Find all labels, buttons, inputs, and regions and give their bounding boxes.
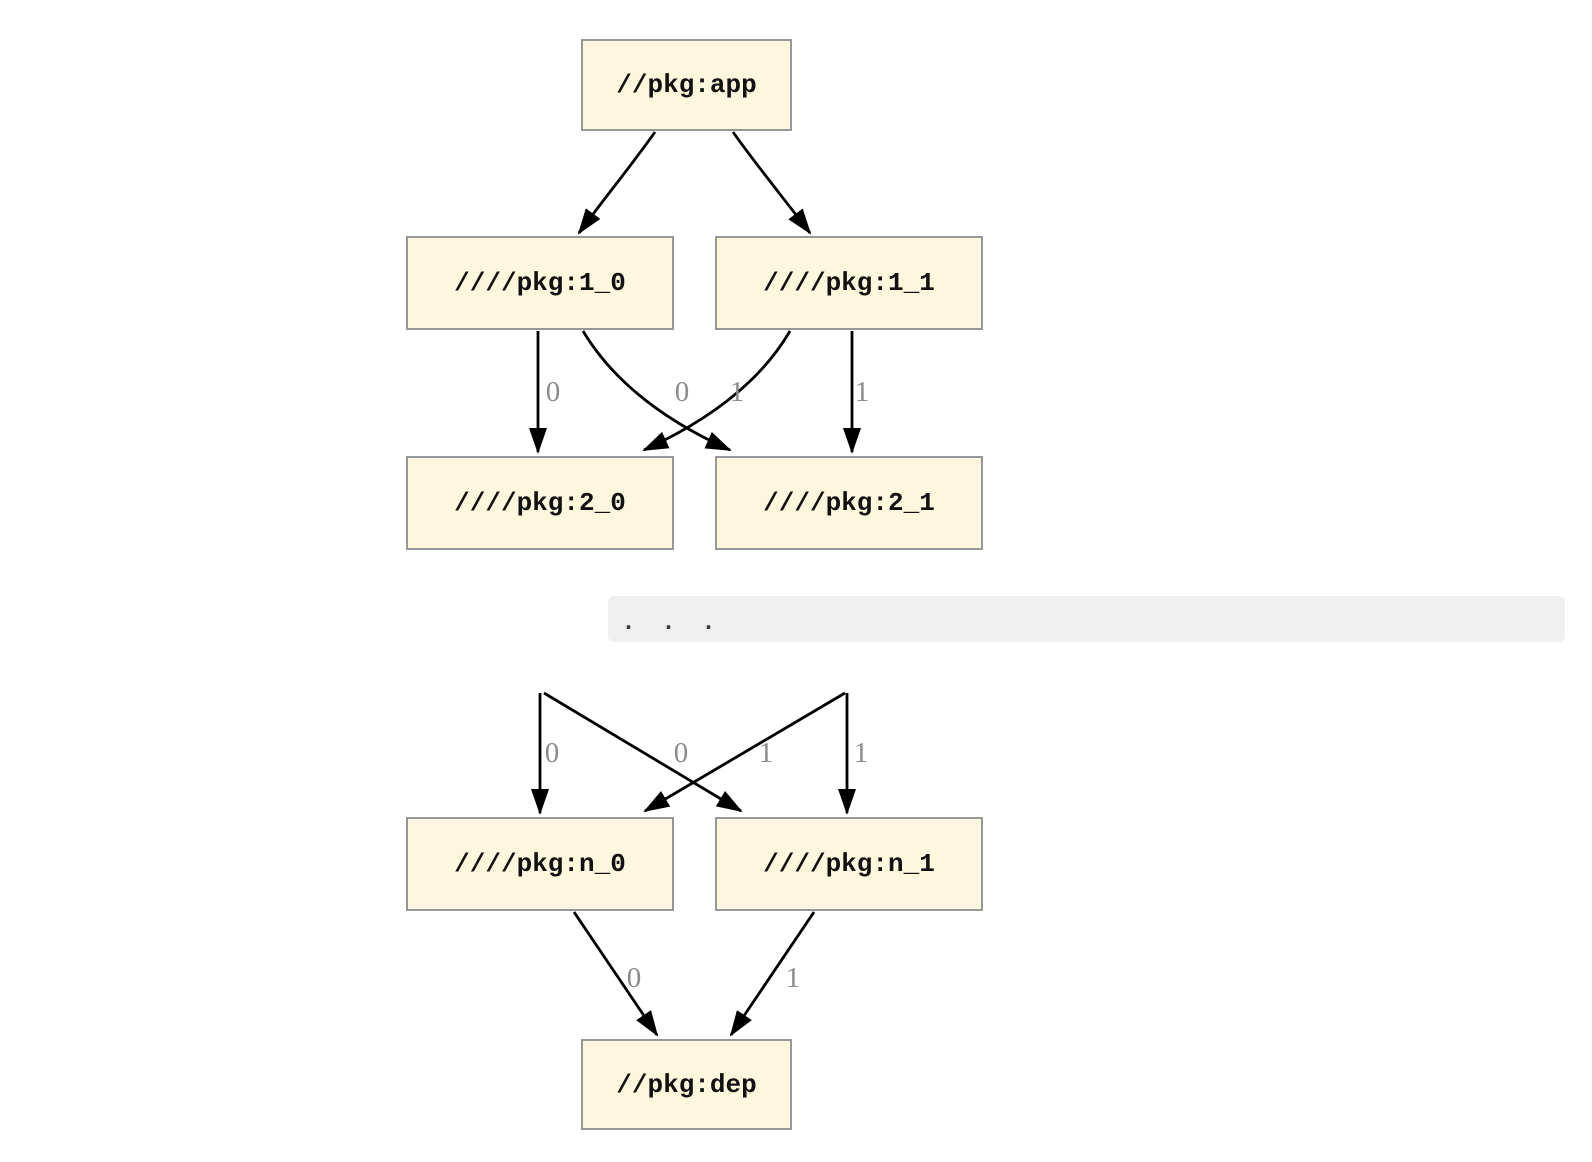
graph-node-label: ////pkg:2_1: [763, 488, 935, 518]
graph-node-pkg1_0: ////pkg:1_0: [406, 236, 674, 330]
edge-app-to-pkg1_0: [577, 131, 657, 235]
edge-label-n_0-dep: 0: [627, 962, 642, 994]
graph-node-label: ////pkg:n_1: [763, 849, 935, 879]
edge-label-n_1-straight: 1: [854, 737, 869, 769]
edge-label-n_0-straight: 0: [545, 737, 560, 769]
edge-label-1_0-2_0: 0: [546, 376, 561, 408]
edge-label-n_1-dep: 1: [786, 962, 801, 994]
edge-label-n_0-cross: 0: [674, 737, 689, 769]
edge-label-1_1-2_1: 1: [855, 376, 870, 408]
edge-pkg1_1-to-pkg2_0: [642, 330, 792, 452]
edge-label-1_0-2_1: 1: [730, 376, 745, 408]
graph-node-label: //pkg:dep: [616, 1069, 757, 1100]
graph-node-pkg1_1: ////pkg:1_1: [715, 236, 983, 330]
graph-node-pkg2_1: ////pkg:2_1: [715, 456, 983, 550]
edge-pkgn_1-to-dep: [729, 911, 816, 1037]
edge-label-1_1-2_0: 0: [675, 376, 690, 408]
ellipsis-text: . . .: [621, 607, 722, 637]
edge-ellipsis-to-pkgn_0-cross: [643, 691, 846, 813]
graph-node-pkgn_0: ////pkg:n_0: [406, 817, 674, 911]
graph-node-label: ////pkg:2_0: [454, 488, 626, 518]
graph-node-label: ////pkg:n_0: [454, 849, 626, 879]
edge-ellipsis-to-pkgn_1-cross: [543, 691, 743, 813]
graph-node-label: ////pkg:1_0: [454, 268, 626, 298]
edge-app-to-pkg1_1: [731, 131, 812, 235]
graph-node-app: //pkg:app: [581, 39, 792, 131]
ellipsis-band: . . .: [608, 596, 1565, 642]
graph-node-label: //pkg:app: [616, 70, 757, 100]
edge-pkg1_0-to-pkg2_1: [581, 330, 732, 452]
graph-node-dep: //pkg:dep: [581, 1039, 792, 1130]
graph-node-label: ////pkg:1_1: [763, 268, 935, 298]
edge-label-n_1-cross: 1: [759, 737, 774, 769]
edge-pkgn_0-to-dep: [572, 911, 659, 1037]
graph-node-pkg2_0: ////pkg:2_0: [406, 456, 674, 550]
graph-node-pkgn_1: ////pkg:n_1: [715, 817, 983, 911]
